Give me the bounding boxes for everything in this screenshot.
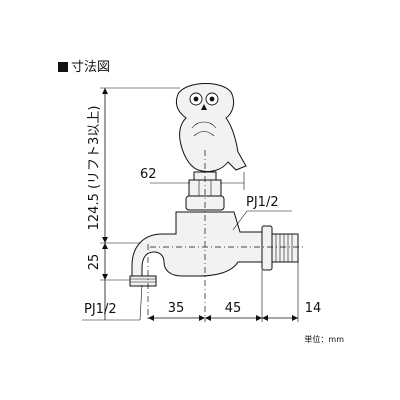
arrow-bottom-icon	[102, 274, 108, 280]
title-bullet-icon	[58, 62, 68, 72]
body-width-label: 45	[225, 301, 242, 316]
arrow-mid-up-icon	[102, 237, 108, 243]
thread-length-label: 14	[305, 301, 322, 316]
spout-thread	[129, 275, 157, 287]
upper-height-label: 124.5 (リフト3以上)	[87, 106, 102, 231]
arrow-top-icon	[102, 88, 108, 94]
flange	[261, 225, 273, 271]
owl-handle	[175, 83, 247, 173]
lower-height-label: 25	[87, 254, 102, 271]
arrow-mid-down-icon	[102, 243, 108, 249]
diagram-title: 寸法図	[58, 56, 110, 75]
thread-bottom-label: PJ1/2	[84, 302, 117, 317]
title-text: 寸法図	[71, 60, 111, 75]
faucet-body	[131, 211, 263, 277]
owl-width-label: 62	[140, 167, 157, 182]
inlet-thread	[271, 233, 299, 263]
thread-top-label: PJ1/2	[246, 195, 279, 210]
unit-label: 単位：mm	[304, 334, 344, 344]
spout-offset-label: 35	[168, 301, 185, 316]
